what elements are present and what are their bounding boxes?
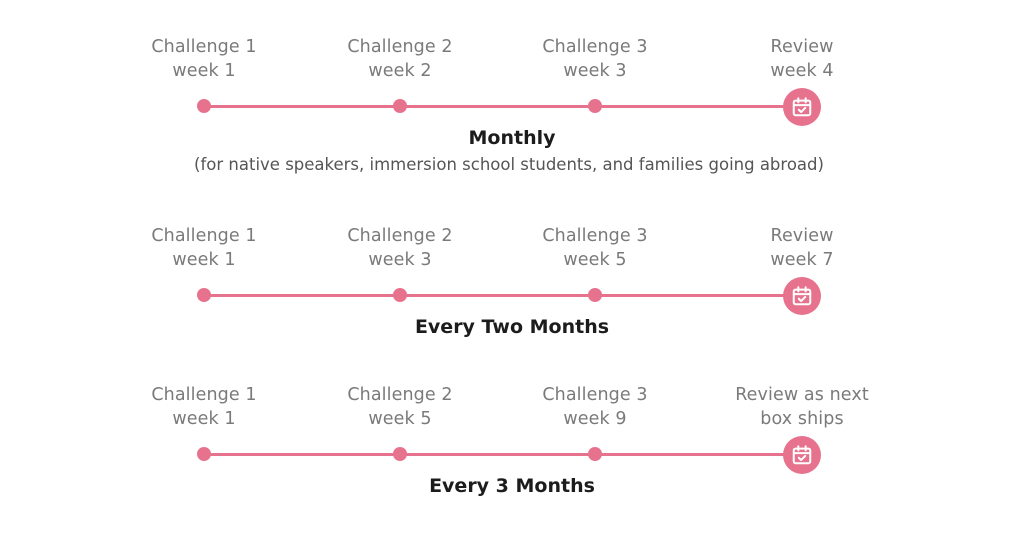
stage-review: Review week 7 (702, 224, 902, 272)
stage-title: Challenge 2 (347, 385, 453, 405)
timeline-title: Every 3 Months (429, 475, 595, 497)
timeline-title: Monthly (468, 127, 556, 149)
timeline-dot (393, 99, 407, 113)
timeline-dot (197, 447, 211, 461)
timeline-dot (588, 99, 602, 113)
stage-challenge-3: Challenge 3 week 3 (495, 35, 695, 83)
stage-title: Challenge 2 (347, 37, 453, 57)
timeline-dot (588, 447, 602, 461)
timeline-line (204, 105, 802, 108)
timeline-every-3-months: Challenge 1 week 1 Challenge 2 week 5 Ch… (0, 348, 1024, 518)
timeline-dot (588, 288, 602, 302)
stage-challenge-3: Challenge 3 week 9 (495, 383, 695, 431)
timeline-note: (for native speakers, immersion school s… (194, 155, 824, 174)
stage-title: Challenge 2 (347, 226, 453, 246)
calendar-check-icon (783, 88, 821, 126)
stage-week: week 2 (368, 61, 432, 81)
timeline-dot (393, 288, 407, 302)
stage-week: week 3 (368, 250, 432, 270)
stage-title: Challenge 3 (542, 37, 648, 57)
timeline-monthly: Challenge 1 week 1 Challenge 2 week 2 Ch… (0, 0, 1024, 190)
stage-challenge-1: Challenge 1 week 1 (104, 383, 304, 431)
calendar-check-icon (783, 277, 821, 315)
timeline-dot (197, 288, 211, 302)
stage-week: week 1 (172, 250, 236, 270)
stage-review: Review week 4 (702, 35, 902, 83)
stage-week: week 9 (563, 409, 627, 429)
stage-week: box ships (760, 409, 844, 429)
stage-week: week 1 (172, 61, 236, 81)
stage-challenge-1: Challenge 1 week 1 (104, 35, 304, 83)
timeline-every-two-months: Challenge 1 week 1 Challenge 2 week 3 Ch… (0, 189, 1024, 349)
stage-challenge-2: Challenge 2 week 2 (300, 35, 500, 83)
stage-title: Review as next (735, 385, 869, 405)
timeline-title: Every Two Months (414, 316, 610, 338)
stage-week: week 4 (770, 61, 834, 81)
stage-week: week 1 (172, 409, 236, 429)
stage-review: Review as next box ships (702, 383, 902, 431)
stage-week: week 5 (368, 409, 432, 429)
stage-challenge-2: Challenge 2 week 5 (300, 383, 500, 431)
stage-title: Challenge 3 (542, 385, 648, 405)
stage-week: week 7 (770, 250, 834, 270)
stage-challenge-3: Challenge 3 week 5 (495, 224, 695, 272)
stage-challenge-2: Challenge 2 week 3 (300, 224, 500, 272)
timeline-line (204, 453, 802, 456)
stage-title: Challenge 3 (542, 226, 648, 246)
timeline-line (204, 294, 802, 297)
timeline-dot (393, 447, 407, 461)
stage-title: Challenge 1 (151, 37, 257, 57)
stage-week: week 3 (563, 61, 627, 81)
stage-title: Challenge 1 (151, 385, 257, 405)
stage-title: Review (770, 226, 834, 246)
calendar-check-icon (783, 436, 821, 474)
stage-title: Challenge 1 (151, 226, 257, 246)
stage-title: Review (770, 37, 834, 57)
stage-week: week 5 (563, 250, 627, 270)
stage-challenge-1: Challenge 1 week 1 (104, 224, 304, 272)
timeline-dot (197, 99, 211, 113)
